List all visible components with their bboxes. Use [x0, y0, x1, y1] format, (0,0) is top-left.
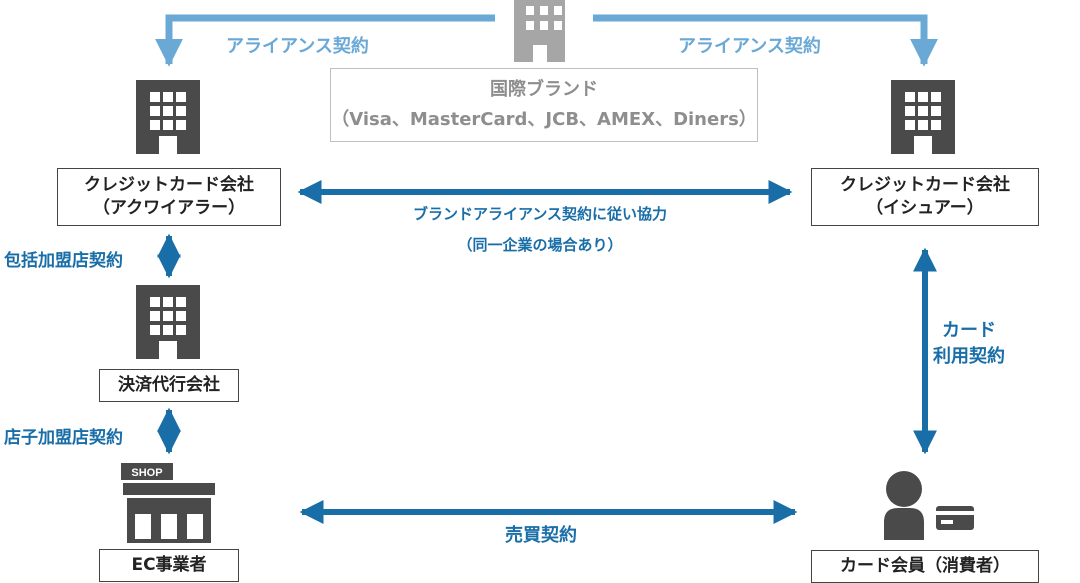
- alliance-label-right: アライアンス契約: [678, 36, 821, 57]
- alliance-arrow-right: [593, 14, 938, 67]
- payment-agent-box: 決済代行会社: [99, 369, 239, 402]
- intl-brand-box: 国際ブランド （Visa、MasterCard、JCB、AMEX、Diners）: [330, 68, 758, 142]
- issuer-box: クレジットカード会社 （イシュアー）: [811, 168, 1039, 226]
- acquirer-line1: クレジットカード会社: [84, 175, 254, 196]
- cardholder-person-icon: [884, 471, 924, 540]
- alliance-arrow-left: [155, 14, 495, 67]
- ec-merchant-box: EC事業者: [99, 549, 239, 582]
- brand-alliance-note: （同一企業の場合あり）: [457, 236, 623, 254]
- diagram-canvas: SHOP: [121, 0, 974, 543]
- inclusive-contract-label: 包括加盟店契約: [4, 251, 123, 271]
- sales-contract-label: 売買契約: [505, 525, 577, 546]
- intl-brand-members: （Visa、MasterCard、JCB、AMEX、Diners）: [331, 109, 757, 130]
- shop-icon: SHOP: [121, 463, 215, 543]
- shop-sign-text: SHOP: [131, 467, 162, 479]
- alliance-label-left: アライアンス契約: [226, 36, 369, 57]
- ec-merchant-label: EC事業者: [131, 555, 207, 575]
- issuer-line1: クレジットカード会社: [840, 175, 1010, 196]
- child-contract-label: 店子加盟店契約: [4, 428, 123, 448]
- acquirer-line2: （アクワイアラー）: [92, 198, 246, 218]
- card-usage-line2: 利用契約: [933, 346, 1005, 367]
- credit-card-icon: [936, 506, 974, 530]
- payment-agent-label: 決済代行会社: [118, 375, 220, 396]
- card-usage-line1: カード: [942, 320, 996, 341]
- building-windows: [150, 6, 941, 359]
- cardholder-label: カード会員（消費者）: [840, 556, 1010, 576]
- brand-alliance-label: ブランドアライアンス契約に従い協力: [412, 205, 668, 223]
- issuer-line2: （イシュアー）: [866, 198, 984, 218]
- intl-brand-title: 国際ブランド: [490, 78, 598, 100]
- acquirer-box: クレジットカード会社 （アクワイアラー）: [57, 168, 281, 226]
- card-usage-label: カード 利用契約: [933, 316, 1005, 368]
